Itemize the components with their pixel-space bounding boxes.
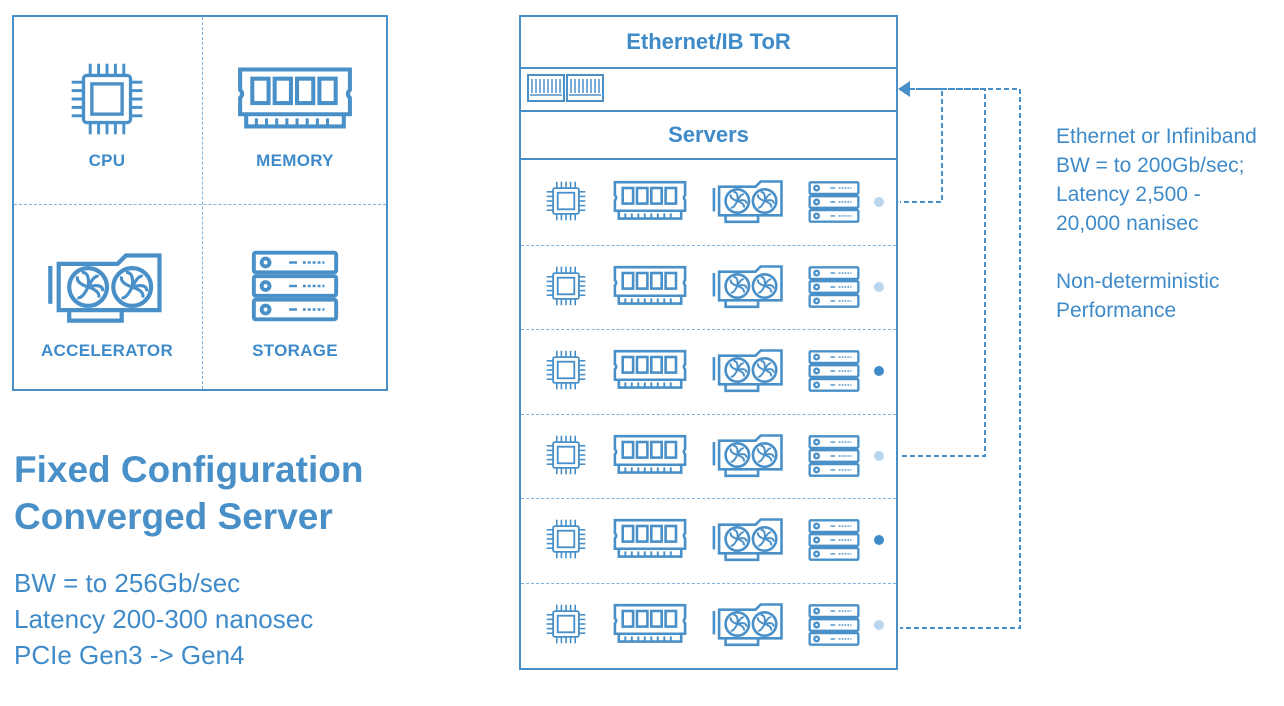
component-memory: MEMORY [202, 17, 388, 203]
row-divider [521, 244, 896, 246]
component-grid: CPU MEMORY ACCELERATOR STORAGE [12, 15, 388, 391]
specs-list: BW = to 256Gb/sec Latency 200-300 nanose… [14, 565, 313, 673]
network-note-line: 20,000 nanisec [1056, 212, 1199, 235]
network-note-line: BW = to 200Gb/sec; [1056, 154, 1245, 177]
memory-icon [611, 263, 689, 309]
storage-icon [805, 177, 863, 227]
memory-icon [611, 432, 689, 478]
title-line-1: Fixed Configuration [14, 449, 364, 490]
servers-label: Servers [668, 122, 749, 147]
page-title: Fixed Configuration Converged Server [14, 446, 363, 540]
server-row [521, 160, 896, 244]
storage-icon [805, 346, 863, 396]
spec-latency: Latency 200-300 nanosec [14, 604, 314, 634]
status-led [874, 197, 884, 207]
component-label: STORAGE [252, 341, 338, 360]
component-label: ACCELERATOR [40, 341, 174, 360]
network-note-line: Ethernet or Infiniband [1056, 125, 1257, 148]
server-rack: Ethernet/IB ToR Servers [519, 15, 898, 670]
gpu-icon [709, 260, 789, 312]
storage-icon [805, 600, 863, 650]
status-led [874, 366, 884, 376]
performance-note-line: Non-deterministic [1056, 270, 1220, 293]
server-row [521, 329, 896, 413]
component-storage: STORAGE [202, 205, 388, 391]
row-divider [521, 413, 896, 415]
memory-icon [234, 63, 356, 135]
rack-divider [521, 110, 896, 112]
spec-bandwidth: BW = to 256Gb/sec [14, 568, 241, 598]
rack-divider [521, 67, 896, 69]
arrow-head-icon [898, 81, 910, 97]
title-line-2: Converged Server [14, 496, 333, 537]
component-accelerator: ACCELERATOR [14, 205, 200, 391]
storage-icon [805, 431, 863, 481]
cpu-icon [65, 57, 149, 141]
network-note: Ethernet or Infiniband BW = to 200Gb/sec… [1056, 122, 1257, 325]
storage-icon [246, 243, 344, 329]
network-links [898, 81, 1021, 629]
switch-ports-icon [527, 74, 604, 102]
status-led [874, 535, 884, 545]
status-led [874, 281, 884, 292]
cpu-icon [543, 601, 589, 647]
row-divider [521, 582, 896, 584]
gpu-icon [709, 429, 789, 481]
server-row [521, 414, 896, 498]
tor-label: Ethernet/IB ToR [626, 29, 791, 54]
cpu-icon [543, 347, 589, 393]
cpu-icon [543, 263, 589, 309]
storage-icon [805, 262, 863, 312]
component-label: MEMORY [256, 151, 334, 170]
component-cpu: CPU [14, 17, 200, 203]
server-row [521, 583, 896, 667]
cpu-icon [543, 516, 589, 562]
network-note-line: Latency 2,500 - [1056, 183, 1201, 206]
memory-icon [611, 516, 689, 562]
status-led [874, 619, 884, 630]
rack-divider [521, 158, 896, 160]
gpu-icon [44, 245, 170, 329]
component-label: CPU [88, 151, 126, 170]
memory-icon [611, 347, 689, 393]
server-row [521, 245, 896, 329]
grid-divider-horizontal [14, 204, 386, 205]
gpu-icon [709, 513, 789, 565]
memory-icon [611, 178, 689, 224]
spec-pcie: PCIe Gen3 -> Gen4 [14, 640, 245, 670]
gpu-icon [709, 175, 789, 227]
server-row [521, 498, 896, 582]
cpu-icon [543, 178, 589, 224]
cpu-icon [543, 432, 589, 478]
memory-icon [611, 601, 689, 647]
gpu-icon [709, 598, 789, 650]
gpu-icon [709, 344, 789, 396]
row-divider [521, 329, 896, 330]
grid-divider-vertical [202, 17, 203, 389]
status-led [874, 450, 884, 461]
performance-note-line: Performance [1056, 299, 1177, 322]
storage-icon [805, 515, 863, 565]
row-divider [521, 498, 896, 499]
